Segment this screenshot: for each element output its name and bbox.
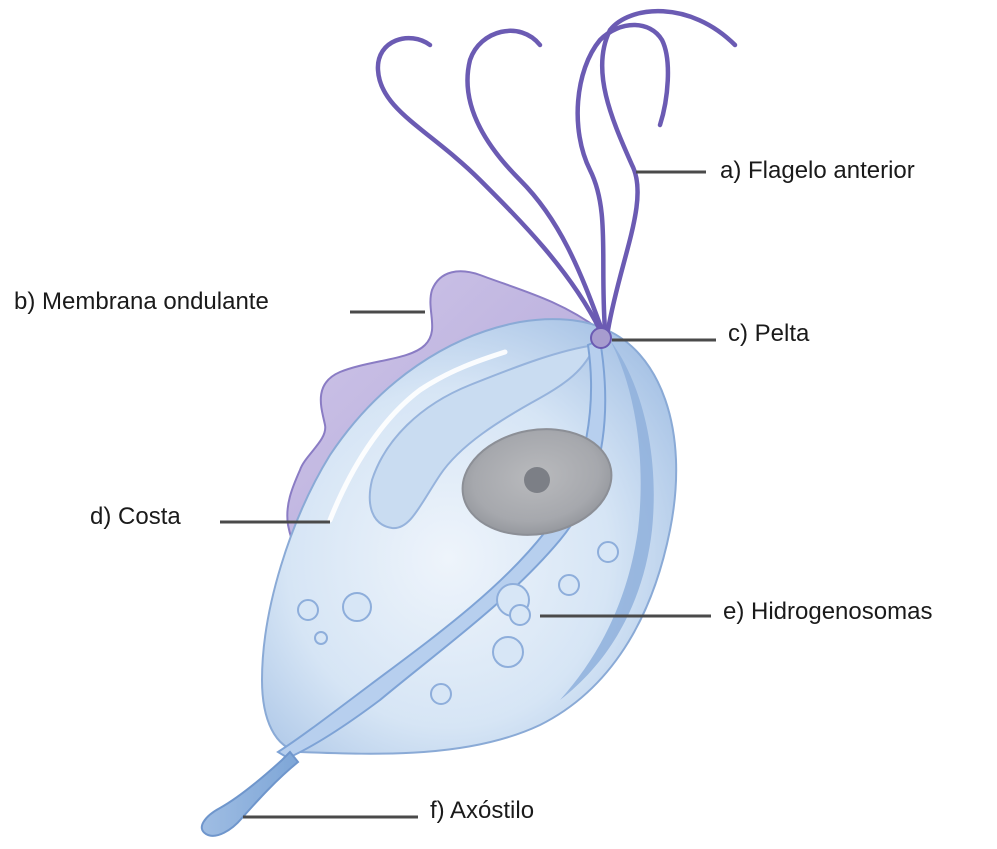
label-hidrogenosomas: e) Hidrogenosomas bbox=[723, 598, 932, 626]
hydrogenosome bbox=[493, 637, 523, 667]
flagellum bbox=[578, 25, 668, 330]
label-costa: d) Costa bbox=[90, 503, 181, 531]
hydrogenosome bbox=[315, 632, 327, 644]
hydrogenosome bbox=[510, 605, 530, 625]
pelta bbox=[591, 328, 611, 348]
axostyle-tail bbox=[202, 752, 298, 836]
hydrogenosome bbox=[598, 542, 618, 562]
label-flagelo-anterior: a) Flagelo anterior bbox=[720, 157, 915, 185]
hydrogenosome bbox=[431, 684, 451, 704]
hydrogenosome bbox=[298, 600, 318, 620]
label-pelta: c) Pelta bbox=[728, 320, 809, 348]
label-axostilo: f) Axóstilo bbox=[430, 797, 534, 825]
label-membrana-ondulante: b) Membrana ondulante bbox=[14, 288, 269, 316]
nucleolus bbox=[524, 467, 550, 493]
hydrogenosome bbox=[559, 575, 579, 595]
hydrogenosome bbox=[343, 593, 371, 621]
